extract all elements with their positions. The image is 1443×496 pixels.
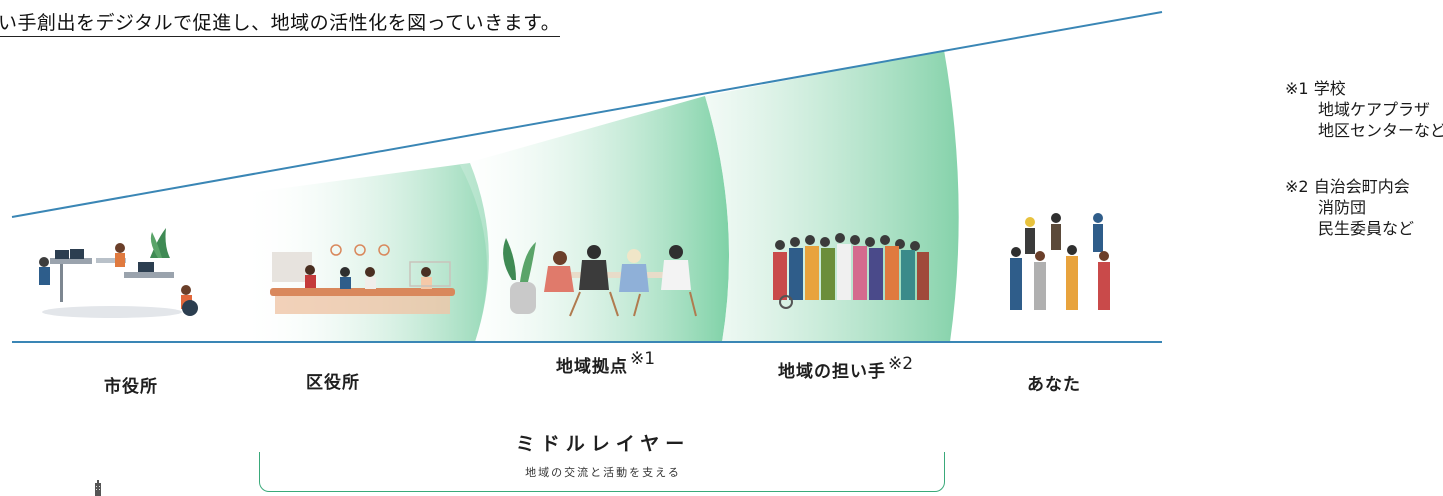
header-text: い手創出をデジタルで促進し、地域の活性化を図っていきます。 xyxy=(0,8,561,37)
stage-label: あなた xyxy=(1027,375,1081,395)
local-hub-illustration xyxy=(503,238,697,317)
building-icon xyxy=(95,480,101,496)
city-office-illustration xyxy=(39,228,198,318)
stage-label: 地域拠点 xyxy=(556,357,628,377)
middle-layer-bracket xyxy=(259,452,945,492)
stage-local-leaders: 地域の担い手※2 xyxy=(778,354,914,382)
note-1: ※1 学校 地域ケアプラザ 地区センターなど xyxy=(1285,78,1443,141)
stage-local-hub: 地域拠点※1 xyxy=(556,349,656,377)
note-mark: ※2 xyxy=(888,354,914,374)
section-local-hub xyxy=(460,96,730,342)
upper-slope-line xyxy=(11,11,1163,218)
you-illustration xyxy=(1010,213,1110,310)
note-line: 民生委員など xyxy=(1318,219,1415,238)
stage-ward-office: 区役所 xyxy=(306,368,360,393)
note-line: 学校 xyxy=(1313,79,1346,98)
note-line: 自治会町内会 xyxy=(1313,177,1410,196)
middle-layer-subtitle: 地域の交流と活動を支える xyxy=(525,466,681,479)
note-line: 地域ケアプラザ xyxy=(1318,100,1431,119)
note-mark: ※1 xyxy=(630,349,656,369)
note-line: 消防団 xyxy=(1318,198,1367,217)
stage-you: あなた xyxy=(1027,370,1081,395)
ward-office-illustration xyxy=(270,244,455,314)
note-mark: ※2 xyxy=(1285,177,1309,196)
note-2: ※2 自治会町内会 消防団 民生委員など xyxy=(1285,176,1414,239)
note-mark: ※1 xyxy=(1285,79,1309,98)
local-leaders-illustration xyxy=(773,233,929,309)
stage-label: 地域の担い手 xyxy=(778,362,886,382)
middle-layer-title: ミドルレイヤー xyxy=(515,433,691,455)
stage-city-office: 市役所 xyxy=(104,372,158,397)
stage-label: 市役所 xyxy=(104,377,158,397)
note-line: 地区センターなど xyxy=(1318,121,1443,140)
stage-label: 区役所 xyxy=(306,373,360,393)
